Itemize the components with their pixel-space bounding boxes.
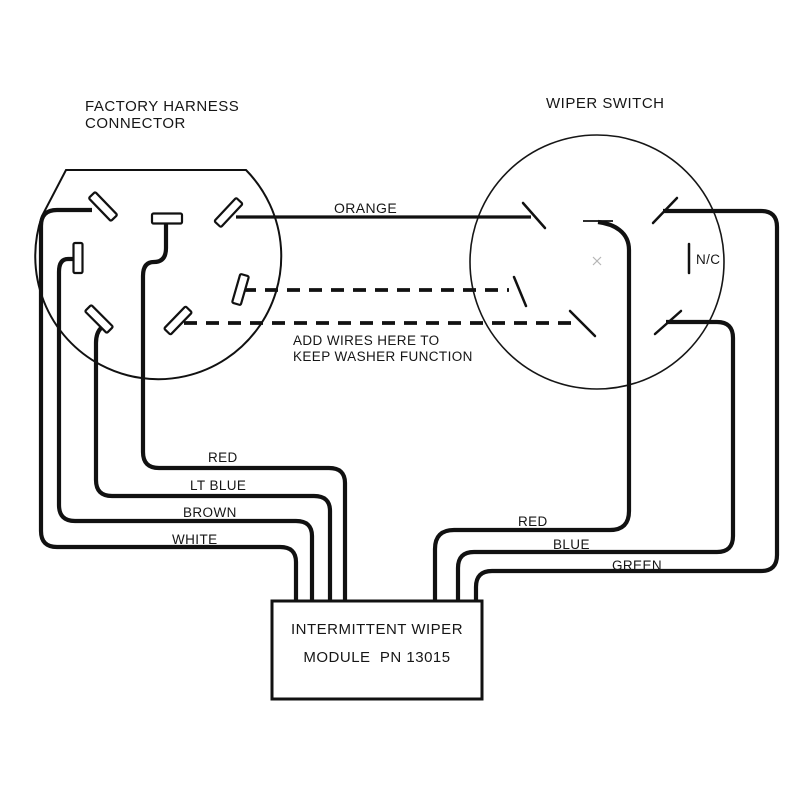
red-left-wire bbox=[140, 224, 348, 601]
nc-label: N/C bbox=[696, 252, 720, 267]
note-line2: KEEP WASHER FUNCTION bbox=[293, 349, 473, 364]
lt-blue-terminal-blade bbox=[84, 304, 114, 334]
lt-blue-wire bbox=[93, 326, 333, 601]
blue-wire bbox=[455, 319, 736, 601]
green-wire-label: GREEN bbox=[612, 558, 662, 573]
lt-blue-wire-label: LT BLUE bbox=[190, 478, 246, 493]
module-label-line2: MODULE PN 13015 bbox=[303, 649, 450, 666]
wiper-switch-outline bbox=[469, 134, 725, 390]
note-line1: ADD WIRES HERE TO bbox=[293, 333, 440, 348]
orange-switch-terminal bbox=[521, 201, 547, 230]
red-left-wire-label: RED bbox=[208, 450, 238, 465]
brown-wire-label: BROWN bbox=[183, 505, 237, 520]
wiper-module-box bbox=[270, 599, 484, 701]
washer-upper-terminal-blade bbox=[231, 273, 250, 306]
white-terminal-blade bbox=[88, 191, 118, 222]
blue-wire-label: BLUE bbox=[553, 537, 590, 552]
switch-center-mark bbox=[592, 256, 602, 266]
red-right-wire bbox=[432, 219, 632, 601]
factory-connector-label-line1: FACTORY HARNESS bbox=[85, 98, 239, 115]
orange-terminal-blade bbox=[213, 197, 244, 228]
module-label-line1: INTERMITTENT WIPER bbox=[291, 621, 463, 638]
red-terminal-blade bbox=[150, 212, 184, 225]
washer-lower-switch-terminal bbox=[568, 309, 597, 338]
red-right-wire-label: RED bbox=[518, 514, 548, 529]
washer-lower-terminal-blade bbox=[163, 305, 193, 336]
green-wire bbox=[473, 208, 780, 601]
brown-wire bbox=[56, 256, 315, 601]
washer-upper-switch-terminal bbox=[512, 275, 528, 308]
blue-switch-terminal bbox=[653, 309, 683, 336]
white-wire-label: WHITE bbox=[172, 532, 218, 547]
orange-wire-label: ORANGE bbox=[334, 200, 397, 216]
wiper-switch-label: WIPER SWITCH bbox=[546, 95, 665, 112]
brown-terminal-blade bbox=[72, 241, 84, 275]
green-switch-terminal bbox=[651, 196, 679, 225]
factory-connector-label-line2: CONNECTOR bbox=[85, 115, 186, 132]
white-wire bbox=[38, 207, 299, 601]
